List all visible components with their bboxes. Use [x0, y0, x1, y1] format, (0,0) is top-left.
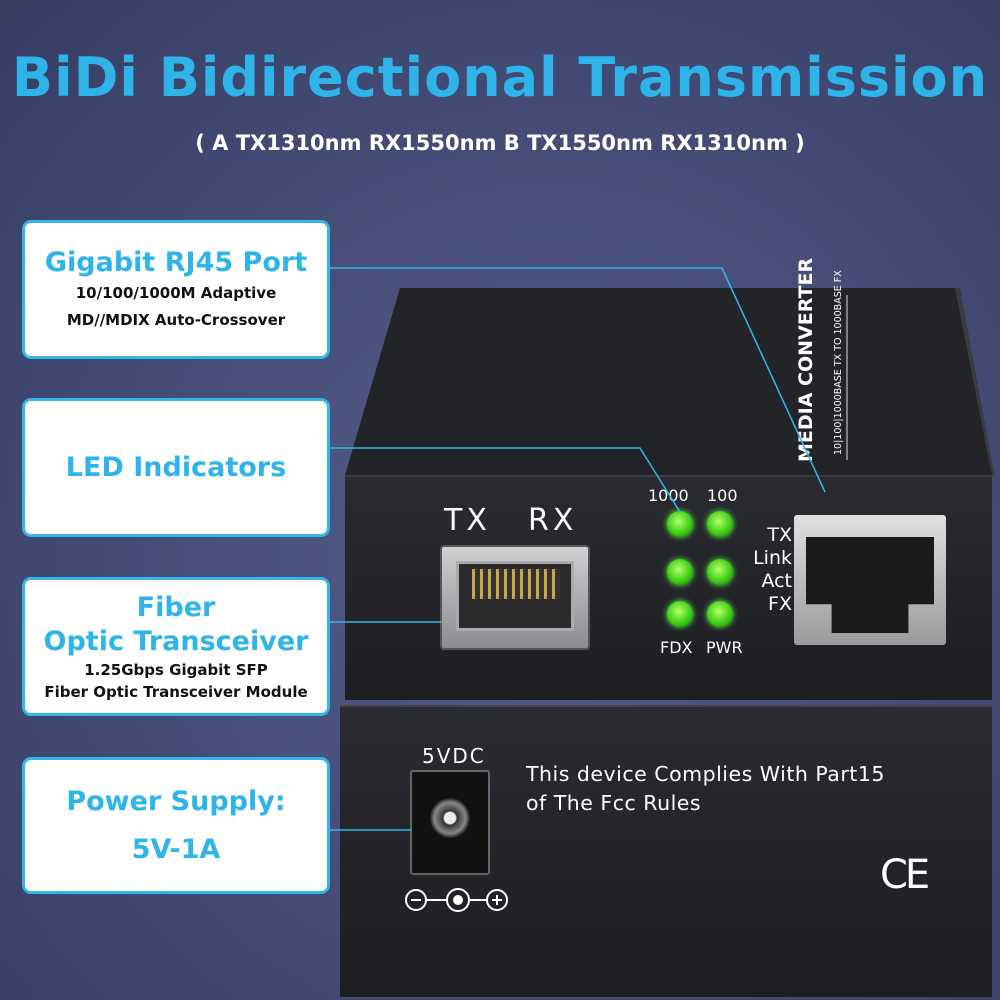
rj45-port[interactable] — [794, 515, 946, 645]
led-fx-link — [707, 559, 733, 585]
led-fdx — [667, 601, 693, 627]
led-tx-link — [667, 559, 693, 585]
page-title: BiDi Bidirectional Transmission — [11, 46, 989, 109]
led-pwr — [707, 601, 733, 627]
fcc-line-2: of The Fcc Rules — [526, 791, 702, 815]
rj45-labels: TX Link Act FX — [740, 524, 792, 616]
rj45-label-tx: TX — [767, 524, 792, 546]
led-label-1000: 1000 — [648, 486, 689, 505]
callout-fiber-heading: Fiber — [136, 591, 216, 623]
rj45-label-act: Act — [761, 570, 792, 592]
callout-rj45-line-2: MD//MDIX Auto-Crossover — [66, 310, 286, 329]
callout-fiber-line-2: Fiber Optic Transceiver Module — [44, 682, 308, 701]
led-label-100: 100 — [707, 486, 738, 505]
callout-fiber-heading-2: Optic Transceiver — [43, 625, 309, 657]
sfp-rx-label: RX — [528, 503, 578, 538]
callout-rj45-line-1: 10/100/1000M Adaptive — [75, 283, 277, 302]
callout-led: LED Indicators — [22, 398, 330, 537]
led-label-pwr: PWR — [706, 638, 743, 657]
callout-rj45-heading: Gigabit RJ45 Port — [44, 246, 308, 278]
rj45-label-link: Link — [753, 547, 792, 569]
power-label: 5VDC — [422, 744, 486, 768]
callout-power-heading: Power Supply: — [66, 785, 286, 817]
led-100 — [707, 511, 733, 537]
callout-led-heading: LED Indicators — [65, 451, 287, 483]
fcc-text: This device Complies With Part15 of The … — [526, 760, 885, 818]
callout-fiber: Fiber Optic Transceiver 1.25Gbps Gigabit… — [22, 577, 330, 716]
callout-rj45: Gigabit RJ45 Port 10/100/1000M Adaptive … — [22, 220, 330, 359]
ce-mark: CE — [880, 852, 930, 898]
sfp-tx-label: TX — [444, 503, 491, 538]
power-jack[interactable] — [410, 770, 490, 875]
polarity-icon — [405, 888, 508, 912]
rj45-label-fx: FX — [768, 593, 792, 615]
callout-fiber-line-1: 1.25Gbps Gigabit SFP — [84, 660, 268, 679]
page-subtitle: ( A TX1310nm RX1550nm B TX1550nm RX1310n… — [195, 131, 805, 155]
led-label-fdx: FDX — [660, 638, 693, 657]
led-1000 — [667, 511, 693, 537]
callout-power-heading-2: 5V-1A — [131, 833, 221, 865]
sfp-port[interactable] — [440, 545, 590, 650]
callout-power: Power Supply: 5V-1A — [22, 757, 330, 894]
fcc-line-1: This device Complies With Part15 — [526, 762, 885, 786]
